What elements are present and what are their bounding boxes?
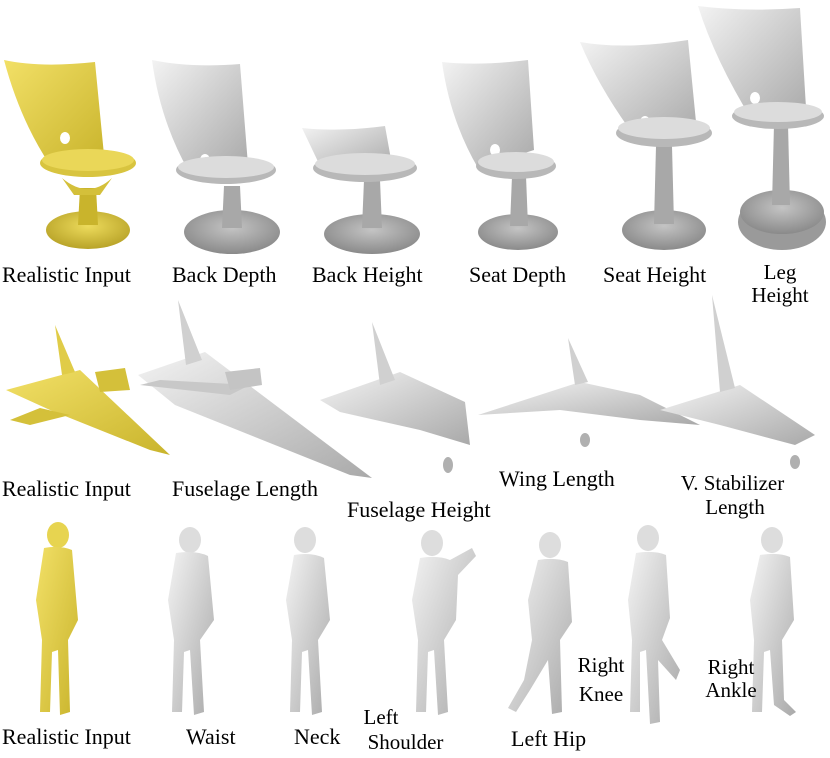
chair-back-height bbox=[302, 126, 420, 254]
label-chair-realistic-input: Realistic Input bbox=[2, 262, 131, 287]
label-v-stabilizer: V. Stabilizer bbox=[680, 471, 785, 495]
human-realistic-input bbox=[36, 522, 78, 715]
label-human-realistic-input: Realistic Input bbox=[2, 724, 131, 749]
label-leg: Leg bbox=[763, 260, 797, 284]
label-fuselage-height: Fuselage Height bbox=[347, 497, 491, 522]
label-back-depth: Back Depth bbox=[172, 262, 277, 287]
label-seat-height: Seat Height bbox=[603, 262, 707, 287]
chair-leg-height bbox=[698, 6, 826, 250]
chair-back-depth bbox=[152, 60, 280, 254]
label-back-height: Back Height bbox=[312, 262, 423, 287]
human-neck bbox=[286, 527, 330, 715]
label-neck: Neck bbox=[294, 724, 341, 749]
label-right-ankle-2: Ankle bbox=[705, 678, 757, 702]
label-right-knee-1: Right bbox=[577, 653, 625, 677]
label-left-shoulder-2: Shoulder bbox=[367, 730, 444, 754]
human-waist bbox=[168, 527, 214, 715]
label-right-knee-2: Knee bbox=[578, 682, 624, 706]
chair-seat-depth bbox=[442, 60, 558, 250]
human-left-hip bbox=[508, 532, 572, 714]
chair-seat-height bbox=[580, 40, 712, 250]
jet-wing-length bbox=[478, 338, 700, 447]
label-stabilizer-length: Length bbox=[705, 495, 765, 519]
jet-realistic-input bbox=[6, 325, 170, 455]
chair-realistic-input bbox=[4, 60, 136, 249]
human-right-knee bbox=[628, 525, 680, 724]
human-left-shoulder bbox=[412, 530, 476, 715]
label-seat-depth: Seat Depth bbox=[469, 262, 567, 287]
label-wing-length: Wing Length bbox=[499, 466, 615, 491]
label-height: Height bbox=[751, 283, 809, 307]
label-right-ankle-1: Right bbox=[707, 655, 755, 679]
human-right-ankle bbox=[750, 527, 796, 716]
jet-fuselage-height bbox=[320, 322, 470, 473]
label-fuselage-length: Fuselage Length bbox=[172, 476, 319, 501]
label-left-hip: Left Hip bbox=[511, 726, 587, 751]
label-waist: Waist bbox=[186, 724, 236, 749]
label-jet-realistic-input: Realistic Input bbox=[2, 476, 131, 501]
jet-fuselage-length bbox=[138, 300, 372, 478]
label-left-shoulder-1: Left bbox=[363, 705, 399, 729]
jet-v-stabilizer-length bbox=[660, 295, 815, 469]
